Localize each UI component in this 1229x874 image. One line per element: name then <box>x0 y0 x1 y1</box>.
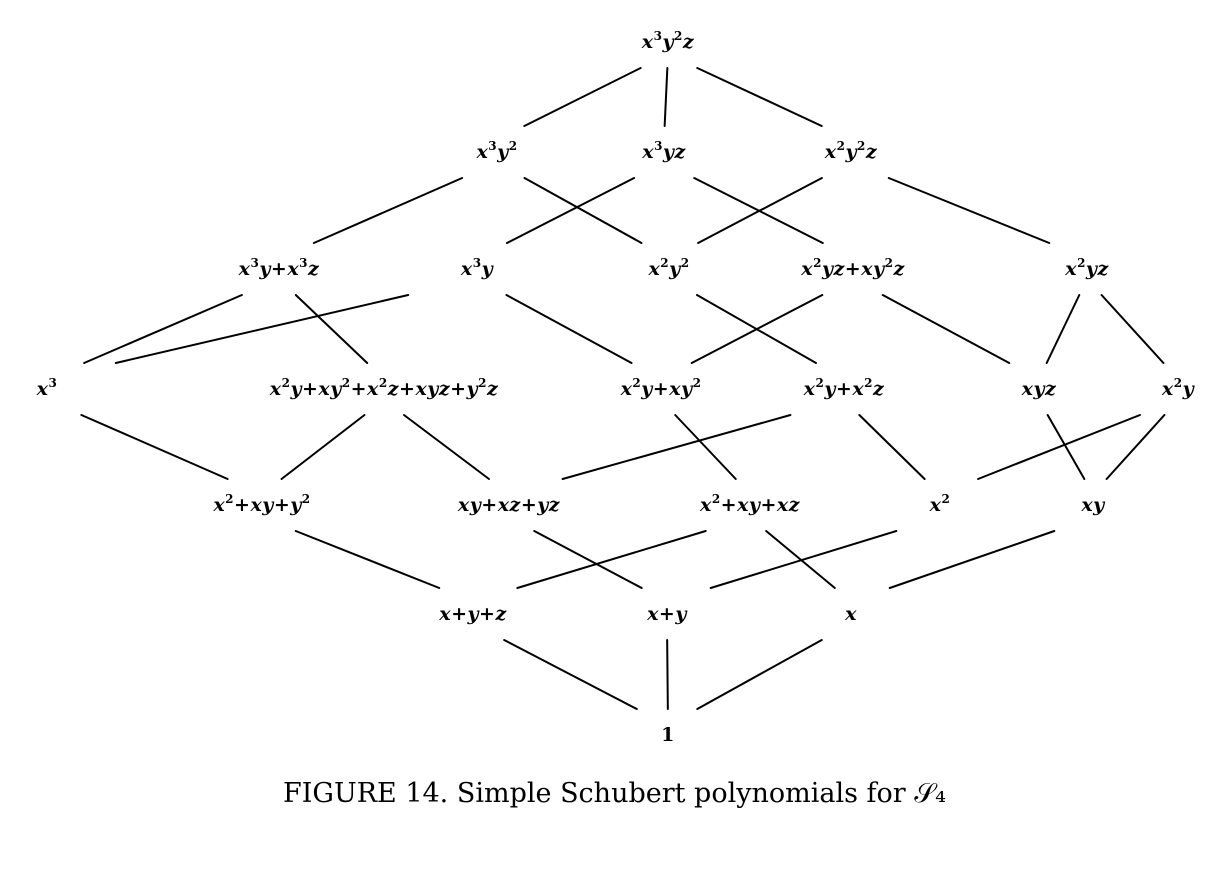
edge-long3-to-xy+xz+yz <box>403 414 490 480</box>
edge-x3yz-to-x3y <box>505 177 636 244</box>
edge-x2y-to-x2 <box>977 414 1141 480</box>
edge-x-to-one <box>696 639 823 710</box>
edge-x3y2-to-x3y+x3z <box>312 177 464 244</box>
edge-x2+xy+xz-to-x+y+z <box>516 530 707 589</box>
edge-xy+xz+yz-to-x+y <box>533 530 643 589</box>
node-x2yz: x2yz <box>1065 256 1109 280</box>
node-xy+xz+yz: xy+xz+yz <box>457 494 561 516</box>
node-one: 1 <box>661 724 675 746</box>
node-x: x <box>845 603 857 625</box>
node-xy: xy <box>1081 494 1105 516</box>
node-x+y+z: x+y+z <box>439 603 507 625</box>
figure-caption: FIGURE 14. Simple Schubert polynomials f… <box>282 778 947 809</box>
edge-long3-to-x2+xy+y2 <box>280 414 366 480</box>
edge-x3y2z-to-x2y2z <box>696 67 823 127</box>
node-x2y2z: x2y2z <box>824 139 878 163</box>
edge-x2yz-to-xyz <box>1045 294 1081 364</box>
edge-x3y+x3z-to-x3 <box>83 294 243 364</box>
node-x3y2: x3y2 <box>476 139 518 163</box>
edge-xyz-to-xy <box>1046 414 1086 480</box>
edge-x3-to-x2+xy+y2 <box>80 414 229 480</box>
edge-x2y2z-to-x2yz <box>887 177 1051 244</box>
edge-x3y2z-to-x3y2 <box>523 67 642 127</box>
node-x3y+x3z: x3y+x3z <box>238 256 320 280</box>
node-x2+xy+xz: x2+xy+xz <box>699 492 801 516</box>
node-x2+xy+y2: x2+xy+y2 <box>213 492 311 516</box>
node-x2y+x2z: x2y+x2z <box>803 376 885 400</box>
edge-x3y+x3z-to-long3 <box>294 294 369 364</box>
edge-x2yz+xy2z-to-x2y+xy2 <box>690 294 824 364</box>
edge-x3y-to-x2y+xy2 <box>505 294 633 364</box>
node-xyz: xyz <box>1021 378 1057 400</box>
node-x2yz+xy2z: x2yz+xy2z <box>801 256 905 280</box>
node-x+y: x+y <box>647 603 687 625</box>
edge-x3y-to-x3 <box>114 294 410 364</box>
node-x3yz: x3yz <box>642 139 686 163</box>
edge-x2yz+xy2z-to-xyz <box>881 294 1011 364</box>
edge-x+y-to-one <box>666 639 669 710</box>
edge-x2y-to-xy <box>1105 414 1166 480</box>
edge-x2y+xy2-to-x2+xy+xz <box>674 414 737 480</box>
node-x2: x2 <box>929 492 951 516</box>
node-x2y: x2y <box>1161 376 1195 400</box>
edge-x2y+x2z-to-xy+xz+yz <box>561 414 792 480</box>
node-x3y: x3y <box>460 256 494 280</box>
node-x2y+xy2: x2y+xy2 <box>620 376 702 400</box>
edge-x2y2z-to-x2y2 <box>697 177 823 244</box>
node-x3y2z: x3y2z <box>641 29 695 53</box>
edge-x2+xy+y2-to-x+y+z <box>294 530 441 589</box>
edge-x+y+z-to-one <box>503 639 638 710</box>
node-x3: x3 <box>36 376 58 400</box>
edge-x2-to-x+y <box>709 530 898 589</box>
edge-x3y2z-to-x3yz <box>663 67 669 127</box>
node-x2y2: x2y2 <box>648 256 690 280</box>
edge-x3y2-to-x2y2 <box>523 177 643 244</box>
edge-x2yz-to-x2y <box>1100 294 1165 364</box>
edge-xy-to-x <box>888 530 1056 589</box>
node-long3: x2y+xy2+x2z+xyz+y2z <box>269 376 499 400</box>
edge-x2y+x2z-to-x2 <box>858 414 926 480</box>
